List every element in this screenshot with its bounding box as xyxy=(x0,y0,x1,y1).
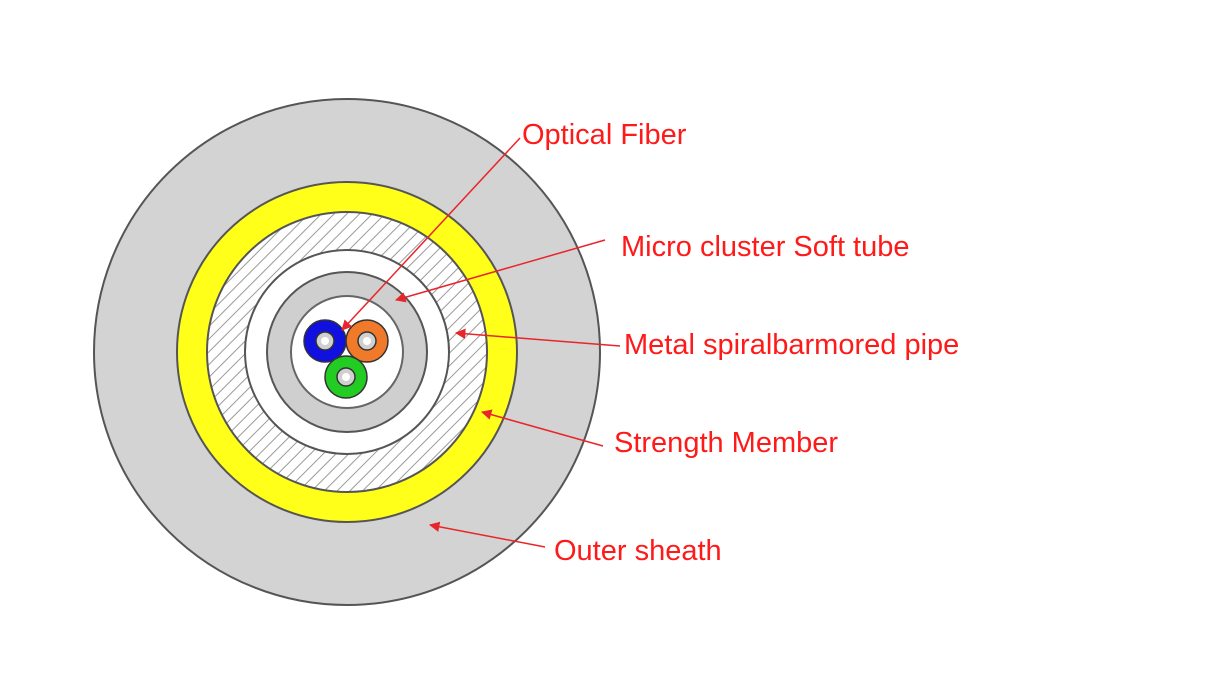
optical-fiber-orange xyxy=(345,319,389,363)
label-metal-spiral-armored-pipe: Metal spiralbarmored pipe xyxy=(624,329,959,361)
arrow-strength-member xyxy=(480,409,604,447)
label-optical-fiber: Optical Fiber xyxy=(522,119,687,151)
label-micro-cluster-soft-tube: Micro cluster Soft tube xyxy=(621,231,910,263)
label-outer-sheath: Outer sheath xyxy=(554,535,722,567)
arrow-metal-spiral-armored-pipe xyxy=(454,328,621,347)
optical-fiber-green xyxy=(324,355,368,399)
arrow-optical-fiber xyxy=(341,137,521,331)
optical-fiber-blue xyxy=(303,319,347,363)
arrow-micro-cluster-soft-tube xyxy=(394,239,606,303)
arrow-outer-sheath xyxy=(428,521,546,548)
label-strength-member: Strength Member xyxy=(614,427,838,459)
